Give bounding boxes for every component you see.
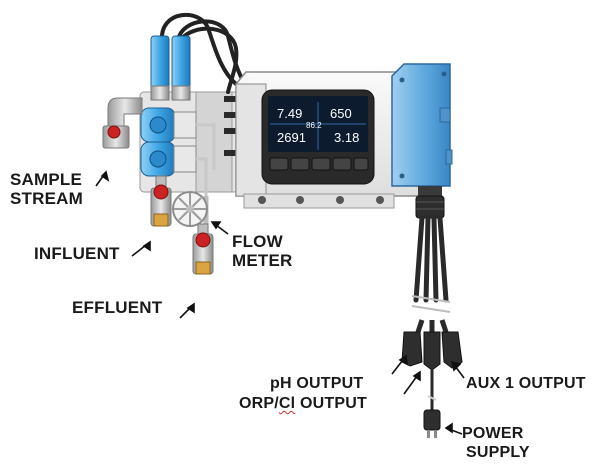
- panel-fittings: [224, 96, 236, 156]
- cable-gland: [415, 186, 445, 219]
- influent-valve: [150, 175, 172, 227]
- ph-output-plug: [401, 331, 423, 367]
- sample-stream-label: SAMPLE STREAM: [10, 170, 83, 208]
- key-5[interactable]: [353, 157, 369, 171]
- orp-cl-output-marked: Cl: [278, 395, 296, 412]
- aux1-output-label: AUX 1 OUTPUT: [466, 375, 586, 392]
- output-cables: [413, 215, 449, 303]
- tubing: [196, 123, 216, 200]
- flow-cell-upper: [140, 107, 197, 143]
- key-1[interactable]: [269, 157, 289, 171]
- label-arrows: [95, 170, 465, 435]
- sensor-probe-right: [171, 35, 191, 101]
- sensor-cables: [159, 12, 248, 94]
- reading-top-left: 7.49: [277, 106, 302, 121]
- power-supply-label: POWER SUPPLY: [462, 424, 530, 462]
- key-4[interactable]: [332, 157, 352, 171]
- flow-meter-label: FLOW METER: [232, 232, 293, 270]
- cable-break: [411, 295, 451, 313]
- sample-stream-label-line1: SAMPLE: [10, 170, 83, 189]
- effluent-label: EFFLUENT: [72, 298, 163, 317]
- sample-stream-label-line2: STREAM: [10, 189, 83, 208]
- orp-output-plug: [423, 331, 441, 371]
- flow-meter-label-line1: FLOW: [232, 232, 283, 251]
- reading-bottom-right: 3.18: [334, 130, 359, 145]
- flow-meter-label-line2: METER: [232, 251, 293, 270]
- flow-cell-lower: [140, 141, 197, 177]
- sensor-probe-left: [150, 35, 170, 101]
- reading-bottom-left: 2691: [277, 130, 306, 145]
- blue-side-panel: [391, 63, 453, 187]
- sample-stream-pipe: [102, 97, 143, 149]
- effluent-valve: [192, 223, 214, 275]
- key-3[interactable]: [311, 157, 331, 171]
- orp-cl-output-suffix: OUTPUT: [295, 395, 367, 412]
- power-supply-label-line1: POWER: [462, 425, 524, 442]
- output-connectors: [401, 319, 463, 371]
- influent-label: INFLUENT: [34, 244, 120, 263]
- key-2[interactable]: [290, 157, 310, 171]
- reading-top-right: 650: [330, 106, 352, 121]
- ph-output-label: pH OUTPUT: [270, 375, 364, 392]
- flow-meter: [172, 191, 209, 227]
- power-supply-label-line2: SUPPLY: [466, 444, 530, 461]
- orp-cl-output-label: ORP/Cl OUTPUT: [239, 394, 367, 413]
- reading-center: 86.2: [306, 121, 322, 130]
- keypad: [269, 157, 369, 171]
- power-plug: [423, 370, 441, 438]
- orp-cl-output-prefix: ORP/: [239, 395, 279, 412]
